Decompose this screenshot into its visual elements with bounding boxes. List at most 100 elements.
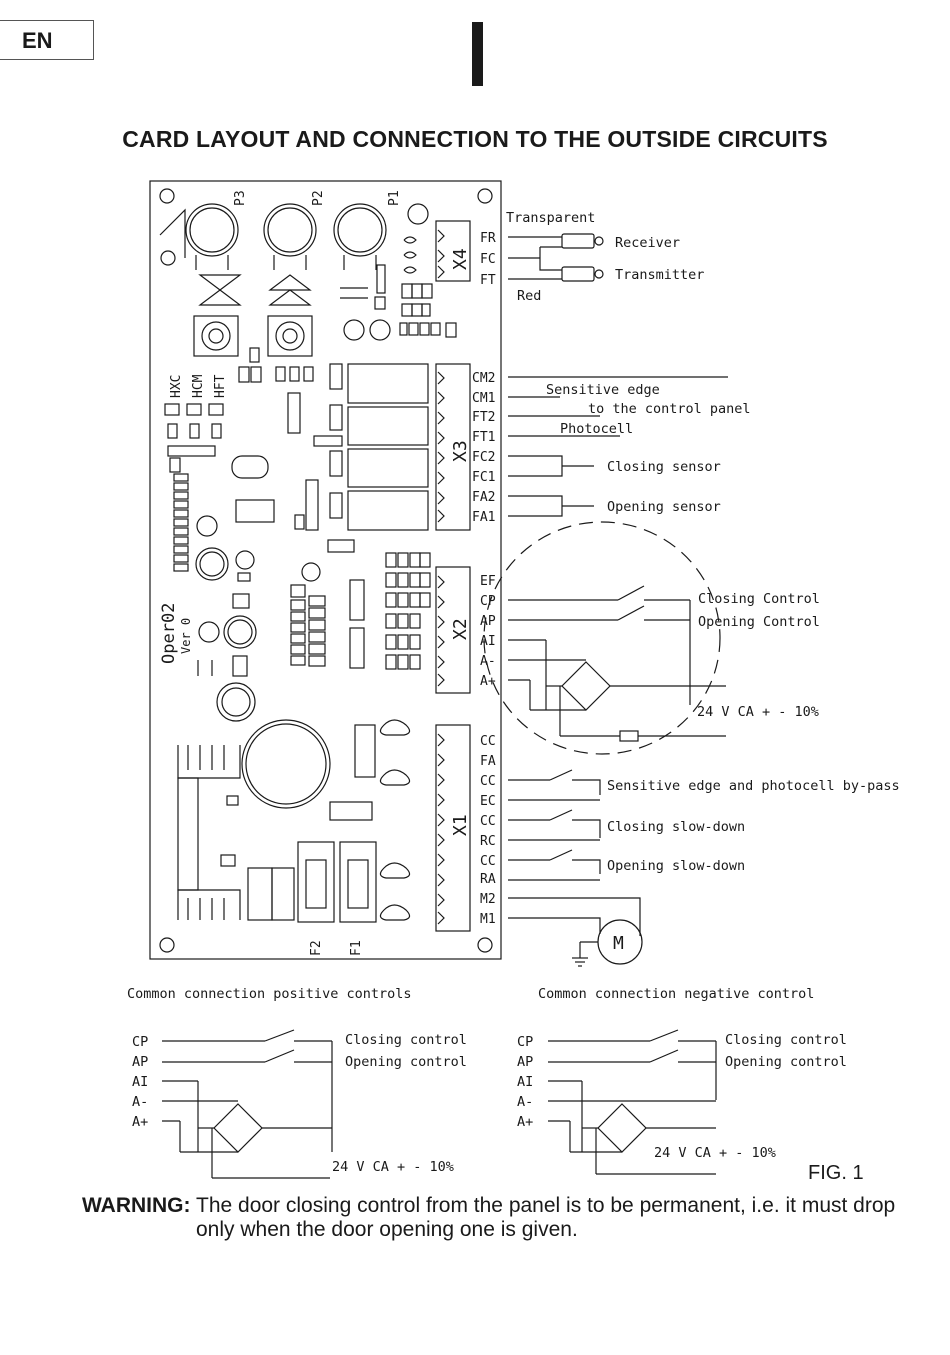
pin-label: CC bbox=[480, 734, 496, 749]
board-version: Ver 0 bbox=[179, 618, 193, 654]
dip-label-hcm: HCM bbox=[191, 374, 206, 398]
section-marker bbox=[472, 22, 483, 86]
negative-diagram-title: Common connection negative control bbox=[538, 986, 814, 1002]
pin-label: CM2 bbox=[472, 371, 495, 386]
label-closing-slowdown: Closing slow-down bbox=[607, 819, 745, 835]
fuse-label-f1: F1 bbox=[349, 940, 364, 956]
terminal-label: A- bbox=[517, 1094, 533, 1110]
warning-text: The door closing control from the panel … bbox=[196, 1194, 896, 1241]
terminal-block-x4 bbox=[435, 220, 471, 282]
pin-label: RC bbox=[480, 834, 496, 849]
terminal-label: A- bbox=[132, 1094, 148, 1110]
detail-circle bbox=[483, 521, 721, 755]
pcb-outline bbox=[149, 180, 502, 960]
pin-label: FA1 bbox=[472, 510, 495, 525]
pin-label: FA2 bbox=[472, 490, 495, 505]
pin-label: EF bbox=[480, 574, 496, 589]
mount-hole bbox=[477, 937, 493, 953]
pin-label: FT bbox=[480, 273, 496, 288]
pin-label: M2 bbox=[480, 892, 496, 907]
language-tab: EN bbox=[0, 20, 94, 60]
pin-label: A- bbox=[480, 654, 496, 669]
pin-label: EC bbox=[480, 794, 496, 809]
terminal-block-x1 bbox=[435, 724, 471, 932]
pin-label: FC bbox=[480, 252, 496, 267]
pin-label: FC1 bbox=[472, 470, 495, 485]
negative-supply: 24 V CA + - 10% bbox=[654, 1145, 776, 1161]
positive-opening-control: Opening control bbox=[345, 1054, 467, 1070]
pin-label: CP bbox=[480, 594, 496, 609]
negative-closing-control: Closing control bbox=[725, 1032, 847, 1048]
pot-label-p2: P2 bbox=[311, 190, 326, 206]
fuse-label-f2: F2 bbox=[309, 940, 324, 956]
terminal-label: AP bbox=[132, 1054, 148, 1070]
connector-name-x2: X2 bbox=[450, 618, 471, 640]
dip-label-hft: HFT bbox=[213, 374, 228, 398]
mount-hole bbox=[159, 937, 175, 953]
terminal-label: AI bbox=[517, 1074, 533, 1090]
pin-label: CC bbox=[480, 814, 496, 829]
terminal-label: CP bbox=[517, 1034, 533, 1050]
warning-label: WARNING: bbox=[82, 1194, 191, 1217]
terminal-block-x3 bbox=[435, 363, 471, 531]
terminal-label: AP bbox=[517, 1054, 533, 1070]
potentiometer-p1 bbox=[333, 203, 387, 270]
positive-supply: 24 V CA + - 10% bbox=[332, 1159, 454, 1175]
terminal-label: A+ bbox=[517, 1114, 533, 1130]
terminal-label: AI bbox=[132, 1074, 148, 1090]
label-transparent: Transparent bbox=[506, 210, 595, 226]
label-to-control-panel: to the control panel bbox=[588, 401, 751, 417]
pin-label: CC bbox=[480, 774, 496, 789]
connector-name-x4: X4 bbox=[450, 248, 471, 270]
pot-label-p1: P1 bbox=[387, 190, 402, 206]
terminal-label: CP bbox=[132, 1034, 148, 1050]
pin-label: CM1 bbox=[472, 391, 495, 406]
mount-hole bbox=[477, 188, 493, 204]
positive-controls-diagram bbox=[162, 1029, 333, 1179]
label-opening-control: Opening Control bbox=[698, 614, 820, 630]
pin-label: FA bbox=[480, 754, 496, 769]
pin-label: FT2 bbox=[472, 410, 495, 425]
negative-controls-diagram bbox=[548, 1029, 717, 1175]
terminal-label: A+ bbox=[132, 1114, 148, 1130]
figure-label: FIG. 1 bbox=[808, 1162, 864, 1184]
bridge-rectifier bbox=[561, 661, 611, 711]
pot-label-p3: P3 bbox=[233, 190, 248, 206]
page-title: CARD LAYOUT AND CONNECTION TO THE OUTSID… bbox=[122, 126, 828, 152]
label-opening-sensor: Opening sensor bbox=[607, 499, 721, 515]
pin-label: FT1 bbox=[472, 430, 495, 445]
pin-label: M1 bbox=[480, 912, 496, 927]
positive-closing-control: Closing control bbox=[345, 1032, 467, 1048]
pin-label: A+ bbox=[480, 674, 496, 689]
label-photocell: Photocell bbox=[560, 421, 633, 437]
label-opening-slowdown: Opening slow-down bbox=[607, 858, 745, 874]
board-model: Oper02 bbox=[159, 603, 179, 664]
warning-note: WARNING: The door closing control from t… bbox=[82, 1194, 902, 1242]
label-motor: M bbox=[613, 933, 624, 954]
connector-name-x3: X3 bbox=[450, 440, 471, 462]
pin-label: RA bbox=[480, 872, 496, 887]
pin-label: AI bbox=[480, 634, 496, 649]
label-closing-sensor: Closing sensor bbox=[607, 459, 721, 475]
negative-opening-control: Opening control bbox=[725, 1054, 847, 1070]
label-sensitive-edge: Sensitive edge bbox=[546, 382, 660, 398]
pin-label: FC2 bbox=[472, 450, 495, 465]
connector-name-x1: X1 bbox=[450, 814, 471, 836]
label-closing-control: Closing Control bbox=[698, 591, 820, 607]
pin-label: FR bbox=[480, 231, 496, 246]
label-bypass: Sensitive edge and photocell by-pass bbox=[607, 778, 900, 794]
transmitter-symbol bbox=[561, 266, 595, 282]
receiver-symbol bbox=[561, 233, 595, 249]
mount-hole bbox=[159, 188, 175, 204]
dip-label-hxc: HXC bbox=[169, 375, 184, 398]
label-receiver: Receiver bbox=[615, 235, 680, 251]
pin-label: CC bbox=[480, 854, 496, 869]
positive-diagram-title: Common connection positive controls bbox=[127, 986, 411, 1002]
label-supply: 24 V CA + - 10% bbox=[697, 704, 819, 720]
label-red: Red bbox=[517, 288, 541, 304]
label-transmitter: Transmitter bbox=[615, 267, 704, 283]
terminal-block-x2 bbox=[435, 566, 471, 694]
potentiometer-p2 bbox=[263, 203, 317, 270]
potentiometer-p3 bbox=[185, 203, 239, 270]
